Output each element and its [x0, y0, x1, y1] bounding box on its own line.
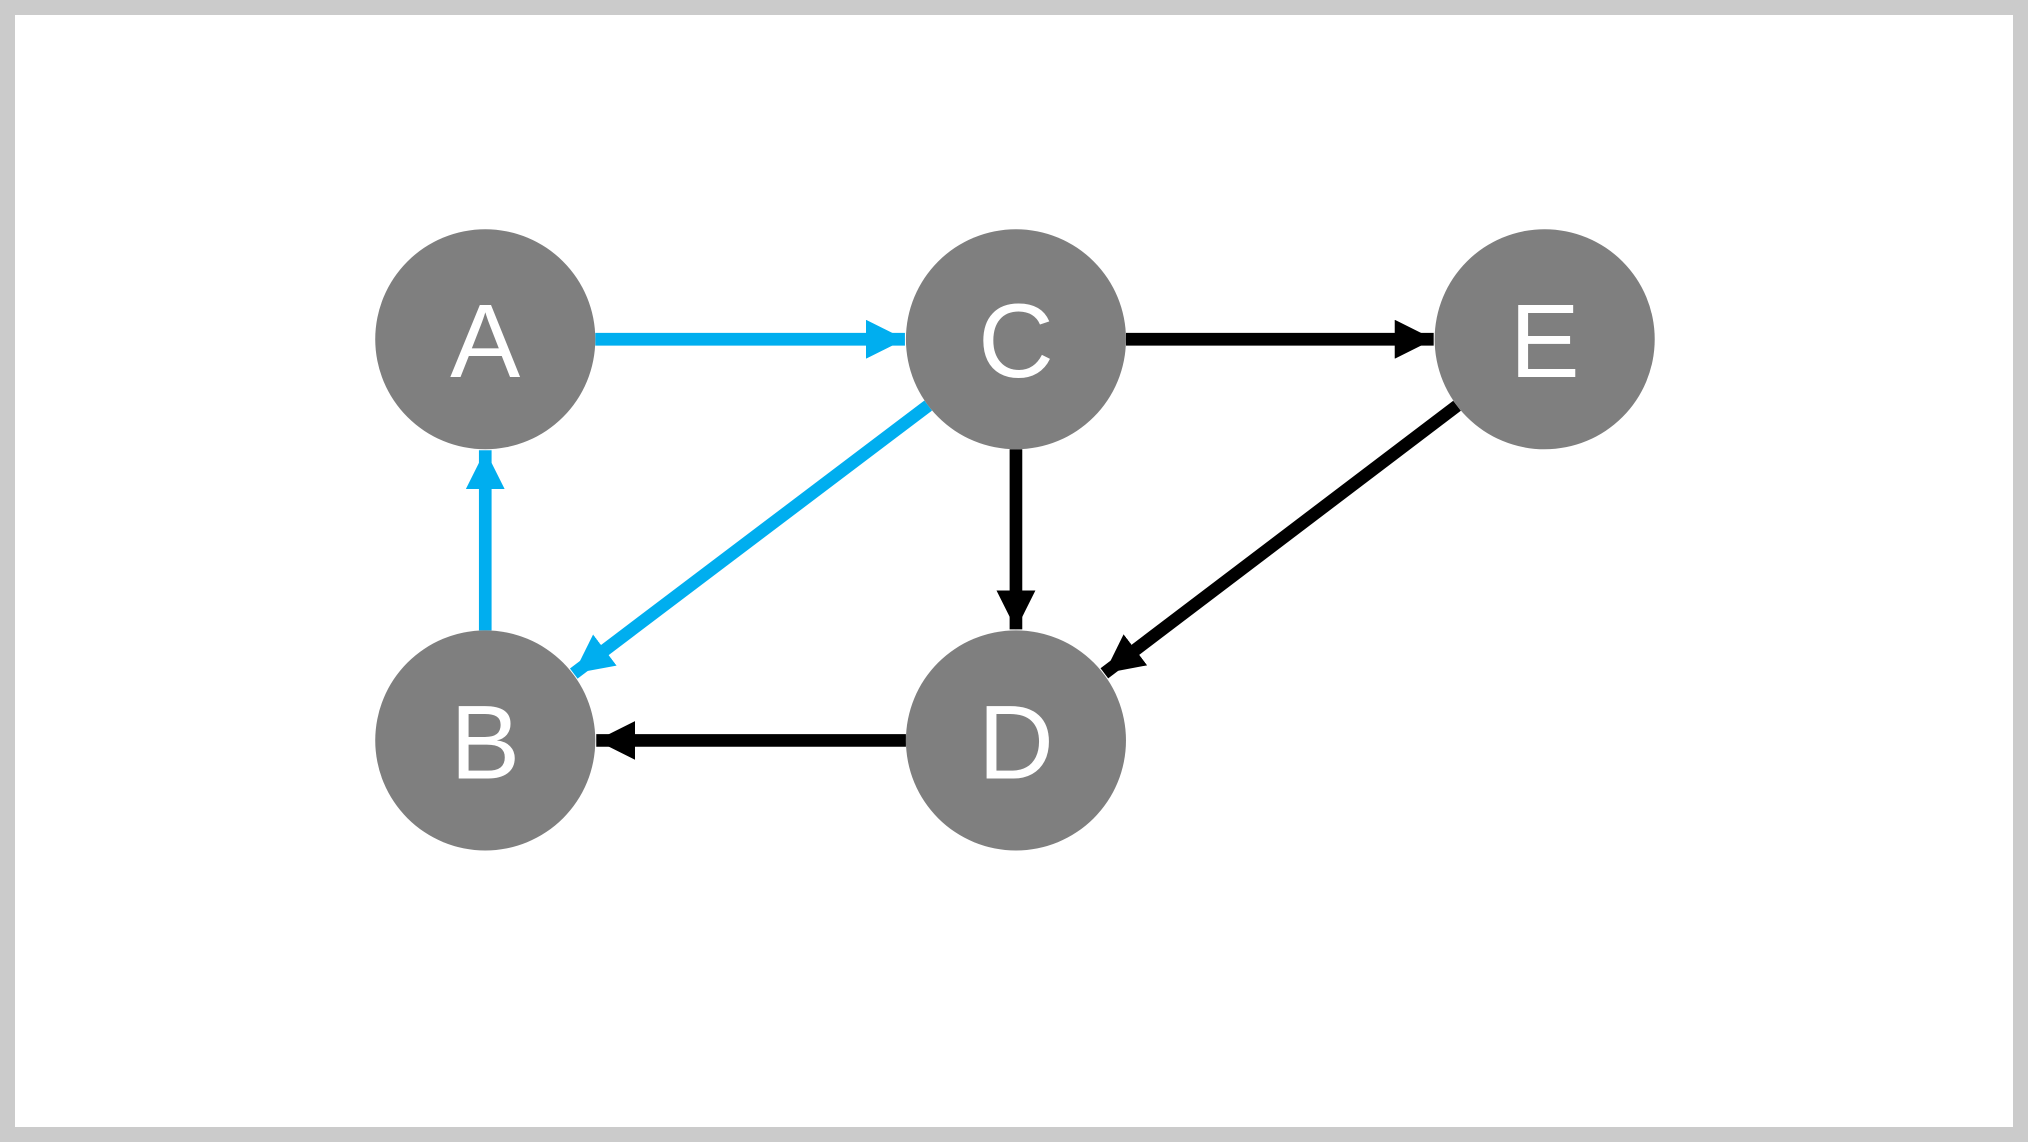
node-circle-B: [375, 630, 596, 851]
node-circle-E: [1434, 229, 1655, 450]
node-circle-C: [905, 229, 1126, 450]
node-C: C: [905, 229, 1126, 450]
node-circle-D: [905, 630, 1126, 851]
edge-E-to-D: [1100, 400, 1461, 679]
node-circle-A: [375, 229, 596, 450]
node-D: D: [905, 630, 1126, 851]
node-E: E: [1434, 229, 1655, 450]
edge-C-to-B: [569, 400, 933, 679]
node-A: A: [375, 229, 596, 450]
graph-canvas: AB CD E: [375, 229, 1655, 851]
node-B: B: [375, 630, 596, 851]
